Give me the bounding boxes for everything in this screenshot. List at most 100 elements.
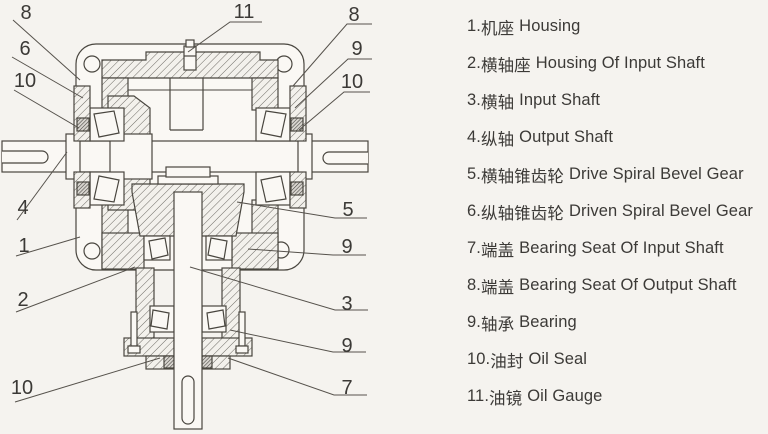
keyway-right: [322, 151, 368, 165]
leader-10-left: [13, 89, 80, 129]
callout-6: 6: [19, 38, 30, 60]
legend-en: Driven Spiral Bevel Gear: [568, 202, 753, 220]
oil-seal-bottom-section: [163, 355, 175, 369]
leader-2: [15, 266, 136, 313]
callout-9-right: 9: [351, 38, 362, 60]
legend-num: 8.: [467, 276, 481, 294]
legend-en: Oil Gauge: [527, 387, 603, 405]
leader-9-upper: [247, 248, 366, 256]
gearbox-cross-section-diagram: 8 6 10 4 1 2 10 11 8 9 10 5 9 3 9 7: [1, 1, 372, 430]
shaft-collar-left: [65, 133, 81, 180]
bearing-output-left: [89, 107, 125, 206]
callout-9-lower: 9: [341, 335, 352, 357]
gear-retaining-nut: [157, 166, 219, 185]
legend-cn: 横轴: [480, 93, 515, 112]
legend-cn: 纵轴: [480, 130, 515, 149]
leader-10-bottom: [14, 357, 161, 403]
legend-num: 11.: [467, 387, 490, 405]
callout-8-right: 8: [348, 4, 359, 26]
end-cap-input-bottom: [145, 355, 231, 370]
leader-1: [15, 236, 81, 257]
legend-cn: 横轴座: [480, 56, 531, 75]
callout-5: 5: [342, 199, 353, 221]
leader-8-left: [12, 19, 81, 81]
bearing-output-right: [255, 107, 291, 206]
callout-11: 11: [234, 1, 255, 23]
leader-7: [227, 357, 367, 396]
keyway-left: [2, 150, 49, 164]
legend-cn: 机座: [480, 19, 515, 38]
callout-leader-lines: [11, 19, 372, 403]
leader-4: [16, 151, 68, 221]
leader-10-right: [298, 91, 370, 131]
legend-cn: 油封: [490, 352, 524, 371]
legend-en: Output Shaft: [519, 128, 614, 146]
callout-10-bottom: 10: [11, 377, 33, 399]
legend-cn: 端盖: [480, 241, 515, 260]
bearing-input-upper: [143, 235, 233, 261]
gearbox-diagram-svg: 8 6 10 4 1 2 10 11 8 9 10 5 9 3 9 7: [1, 1, 372, 430]
legend-num: 2.: [467, 54, 481, 72]
bolt-hole-bottom-left: [83, 242, 101, 260]
callout-7: 7: [341, 377, 352, 399]
legend-cn: 横轴锥齿轮: [480, 167, 564, 186]
legend-num: 7.: [467, 239, 481, 257]
legend-num: 9.: [467, 313, 481, 331]
callout-9-upper: 9: [341, 236, 352, 258]
oil-seal-left-section: [76, 117, 90, 132]
callout-3: 3: [341, 293, 352, 315]
legend-num: 6.: [467, 202, 481, 220]
legend-en: Housing: [519, 17, 581, 35]
legend-en: Oil Seal: [528, 350, 588, 368]
callout-2: 2: [17, 289, 28, 311]
housing-bottom-wall-left: [101, 232, 145, 270]
callout-1: 1: [18, 235, 29, 257]
callout-10-right: 10: [341, 71, 363, 93]
leader-3: [189, 266, 368, 311]
input-shaft-vertical: [173, 191, 203, 430]
oil-seal-left-section2: [76, 181, 90, 196]
oil-gauge-plug: [183, 39, 197, 71]
legend-cn: 轴承: [480, 315, 515, 334]
legend-en: Bearing: [519, 313, 577, 331]
leader-11: [187, 21, 262, 53]
callout-4: 4: [17, 197, 28, 219]
legend-en: Input Shaft: [519, 91, 601, 109]
callout-10-left: 10: [14, 70, 36, 92]
keyway-bottom: [181, 375, 195, 425]
legend-en: Bearing Seat Of Output Shaft: [519, 276, 737, 294]
legend-cn: 纵轴锥齿轮: [480, 204, 564, 223]
leader-9-right: [294, 58, 372, 109]
legend-en: Bearing Seat Of Input Shaft: [519, 239, 724, 257]
leader-6: [11, 56, 84, 99]
leader-9-lower: [229, 329, 366, 353]
leader-8-right: [292, 23, 372, 87]
flange-bolt-right: [235, 311, 249, 354]
legend-en: Drive Spiral Bevel Gear: [568, 165, 744, 183]
legend-cn: 端盖: [480, 278, 515, 297]
cavity-boss: [169, 78, 204, 131]
legend-num: 3.: [467, 91, 481, 109]
legend-num: 10.: [467, 350, 491, 368]
oil-seal-right-section2: [290, 181, 304, 196]
bolt-hole-top-left: [83, 55, 101, 73]
legend-en: Housing Of Input Shaft: [535, 54, 705, 72]
callout-numbers: 8 6 10 4 1 2 10 11 8 9 10 5 9 3 9 7: [11, 1, 363, 399]
oil-seal-right-section: [290, 117, 304, 132]
oil-seal-bottom-section2: [201, 355, 213, 369]
leader-5: [236, 201, 367, 219]
legend-cn: 油镜: [489, 389, 523, 408]
